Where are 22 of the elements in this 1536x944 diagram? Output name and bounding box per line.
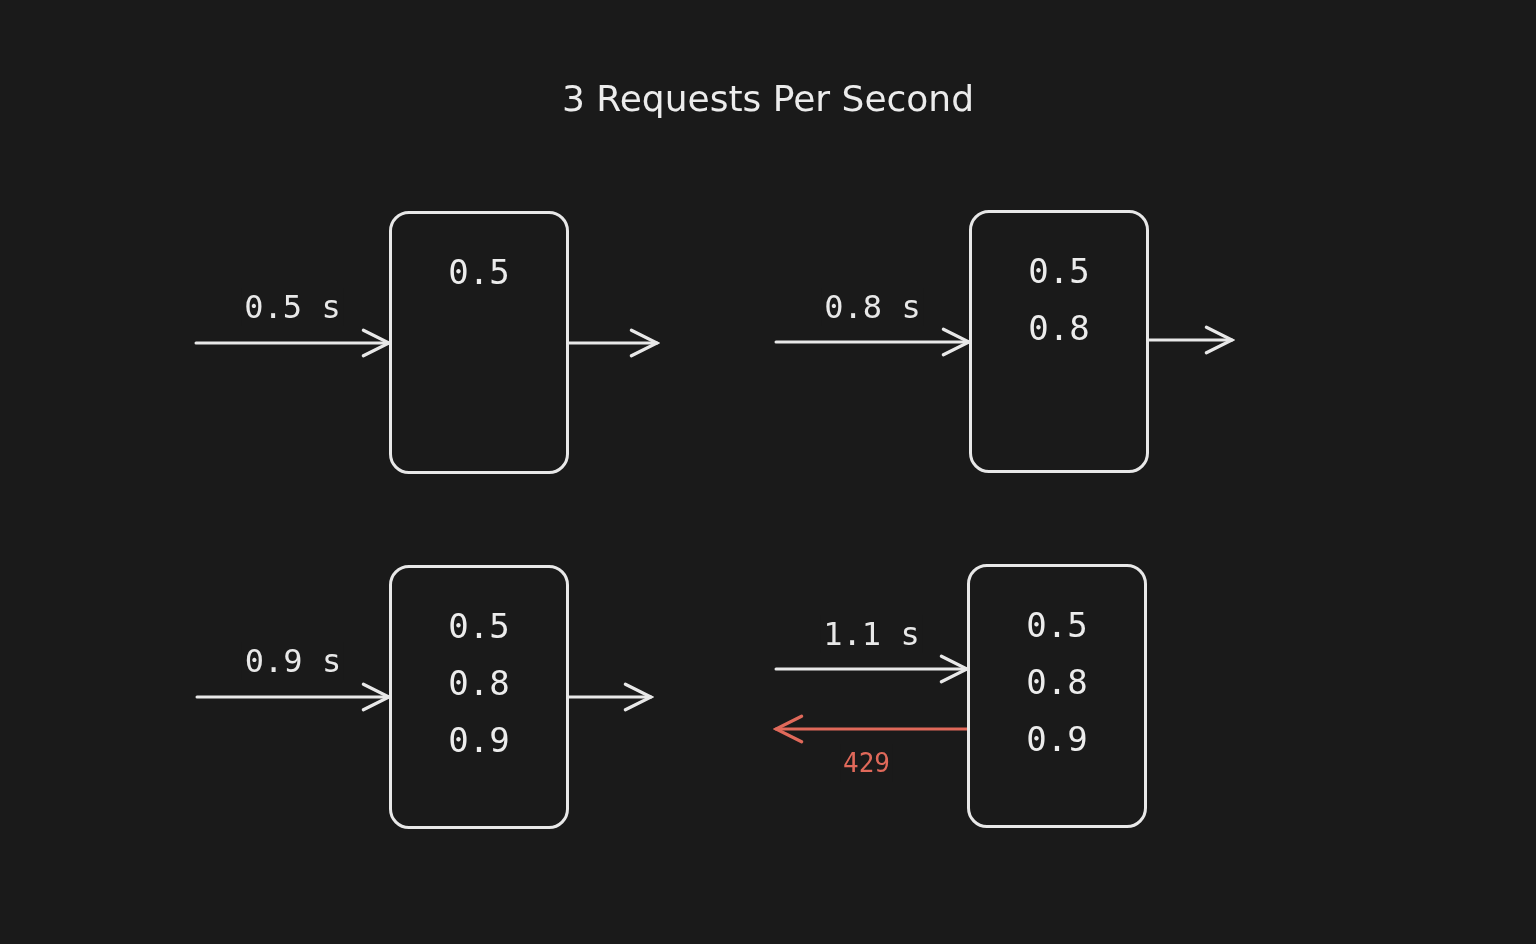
arrow	[1147, 325, 1234, 355]
timestamp-value: 0.9	[1025, 719, 1089, 759]
timestamp-value: 0.5	[447, 606, 511, 646]
queue-box	[389, 565, 569, 829]
arrow	[195, 682, 391, 712]
arrow	[774, 327, 971, 357]
timestamp-value: 0.5	[1027, 251, 1091, 291]
arrow	[194, 328, 391, 358]
queue-box	[969, 210, 1149, 473]
title: 3 Requests Per Second	[560, 78, 976, 119]
timestamp-value: 0.9	[447, 720, 511, 760]
timestamp-value: 0.8	[1025, 662, 1089, 702]
arrow	[567, 682, 653, 712]
arrow	[774, 714, 969, 744]
timestamp-value: 0.5	[447, 252, 511, 292]
arrow	[567, 328, 659, 358]
timestamp-value: 0.5	[1025, 605, 1089, 645]
queue-box	[389, 211, 569, 474]
queue-box	[967, 564, 1147, 828]
timestamp-value: 0.8	[447, 663, 511, 703]
arrow	[774, 654, 969, 684]
timestamp-value: 0.8	[1027, 308, 1091, 348]
